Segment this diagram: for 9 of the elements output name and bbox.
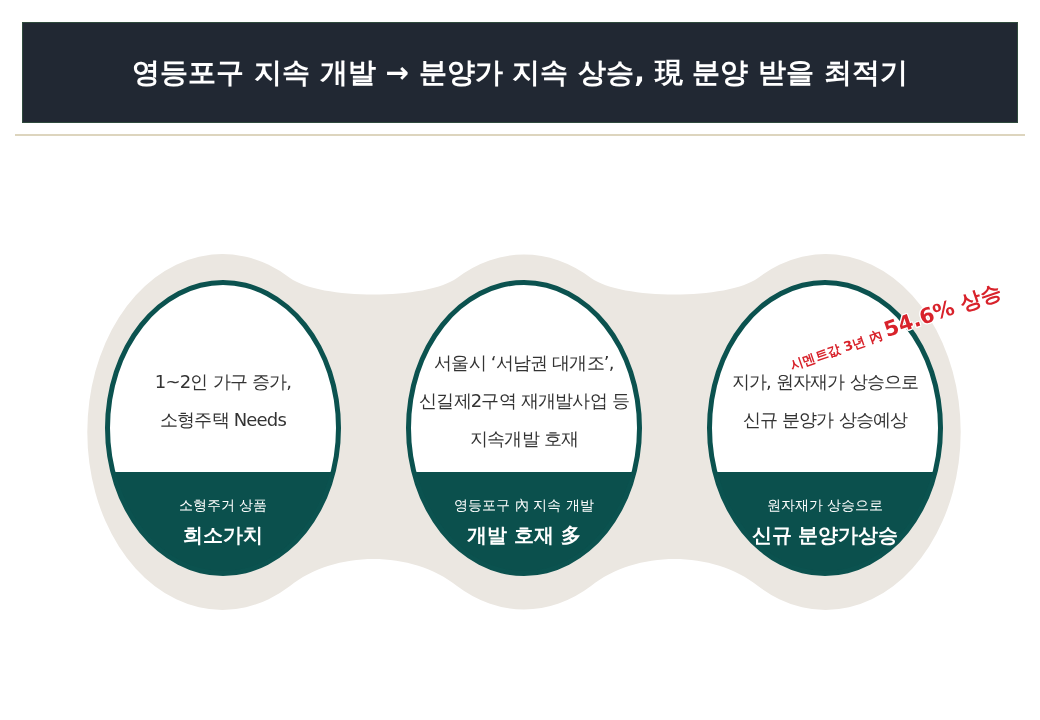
caption-text: 원자재가 상승으로 [766, 495, 884, 515]
highlight-text: 개발 호재 多 [467, 521, 581, 549]
highlight-text: 희소가치 [183, 521, 263, 549]
title-text: 영등포구 지속 개발 → 분양가 지속 상승, 現 분양 받을 최적기 [132, 54, 908, 91]
highlight-text: 신규 분양가상승 [751, 521, 899, 549]
caption-text: 소형주거 상품 [178, 495, 268, 515]
body-text: 1~2인 가구 증가, 소형주택 Needs [153, 370, 293, 432]
caption-text: 영등포구 內 지속 개발 [454, 495, 594, 515]
body-text: 서울시 ‘서남권 대개조’, 신길제2구역 재개발사업 등 지속개발 호재 [418, 351, 630, 451]
